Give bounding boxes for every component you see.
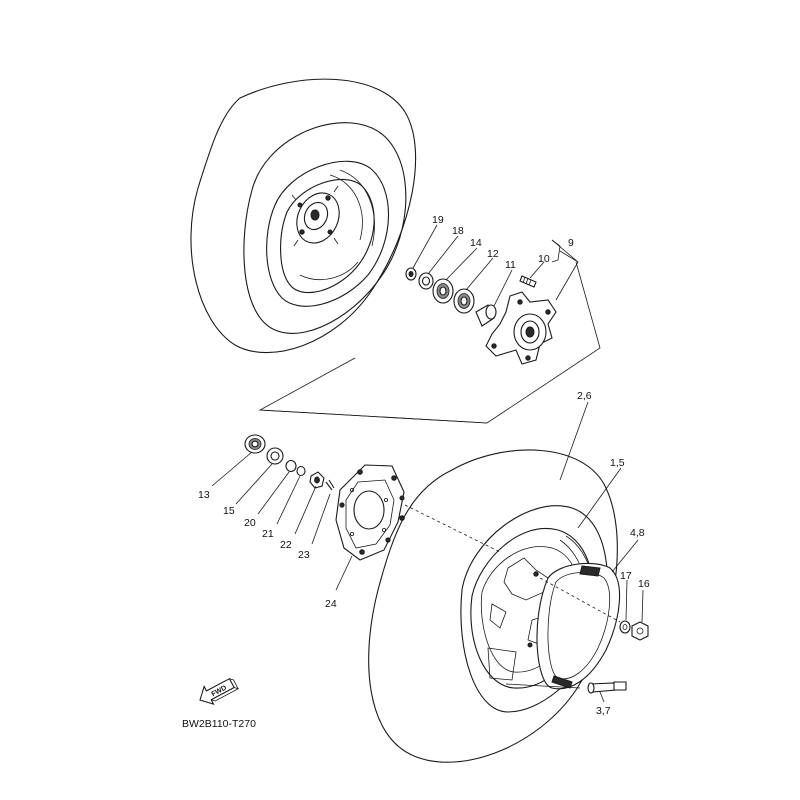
- leader-lines: [211, 224, 644, 703]
- label-10: 10: [538, 253, 550, 265]
- lower-brake-parts: [244, 434, 405, 561]
- lower-wheel: [368, 449, 621, 763]
- label-19: 19: [432, 214, 444, 226]
- fwd-arrow-icon: [199, 677, 235, 706]
- label-17: 17: [620, 570, 632, 582]
- label-16: 16: [638, 578, 650, 590]
- label-2-6: 2,6: [577, 390, 592, 402]
- label-11: 11: [505, 259, 516, 271]
- label-4-8: 4,8: [630, 527, 645, 539]
- label-9: 9: [568, 237, 574, 249]
- assembly-plane: [258, 261, 601, 424]
- label-22: 22: [280, 539, 292, 551]
- label-13: 13: [198, 489, 210, 501]
- label-18: 18: [452, 225, 464, 237]
- upper-wheel: [190, 78, 417, 354]
- axis-lines: [404, 504, 621, 689]
- label-12: 12: [487, 248, 499, 260]
- label-20: 20: [244, 517, 256, 529]
- part-labels: 19 18 14 12 11 10 9 13 15 20 21 22 23 24…: [198, 214, 650, 717]
- lower-hardware: [587, 620, 649, 694]
- label-15: 15: [223, 505, 235, 517]
- label-3-7: 3,7: [596, 705, 611, 717]
- label-24: 24: [325, 598, 337, 610]
- upper-hub-parts: [405, 239, 561, 365]
- diagram-code: BW2B110-T270: [182, 718, 256, 730]
- label-14: 14: [470, 237, 482, 249]
- fwd-label: FWD: [211, 685, 228, 699]
- label-21: 21: [262, 528, 274, 540]
- label-23: 23: [298, 549, 310, 561]
- label-1-5: 1,5: [610, 457, 625, 469]
- forward-arrow: FWD: [199, 677, 240, 706]
